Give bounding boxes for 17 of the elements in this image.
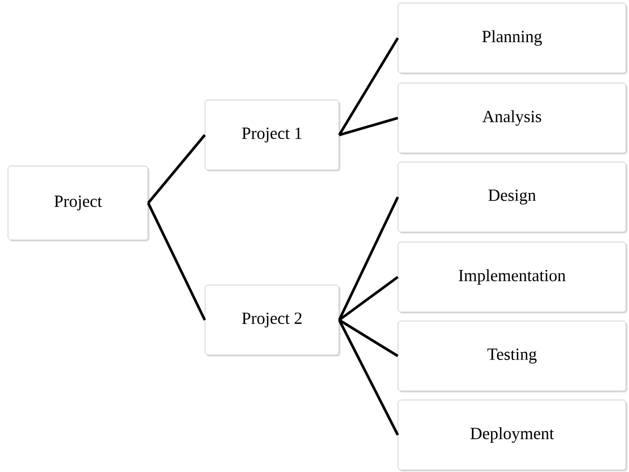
process-box: Analysis	[398, 82, 628, 154]
connector-line	[338, 116, 398, 136]
connector-line	[147, 134, 206, 204]
connector-line	[147, 202, 206, 321]
connector-line	[338, 37, 399, 136]
connector-line	[338, 319, 399, 436]
connector-line	[338, 276, 399, 322]
process-box: Implementation	[398, 242, 628, 314]
process-box: Design	[398, 162, 628, 234]
process-box: Project 2	[204, 284, 340, 356]
process-box: Deployment	[398, 400, 628, 472]
connector-line	[338, 196, 399, 321]
process-box: Planning	[398, 2, 628, 74]
connector-line	[338, 318, 398, 358]
process-box: Project 1	[204, 100, 340, 172]
process-box: Project	[8, 166, 150, 242]
process-box: Testing	[398, 320, 628, 392]
